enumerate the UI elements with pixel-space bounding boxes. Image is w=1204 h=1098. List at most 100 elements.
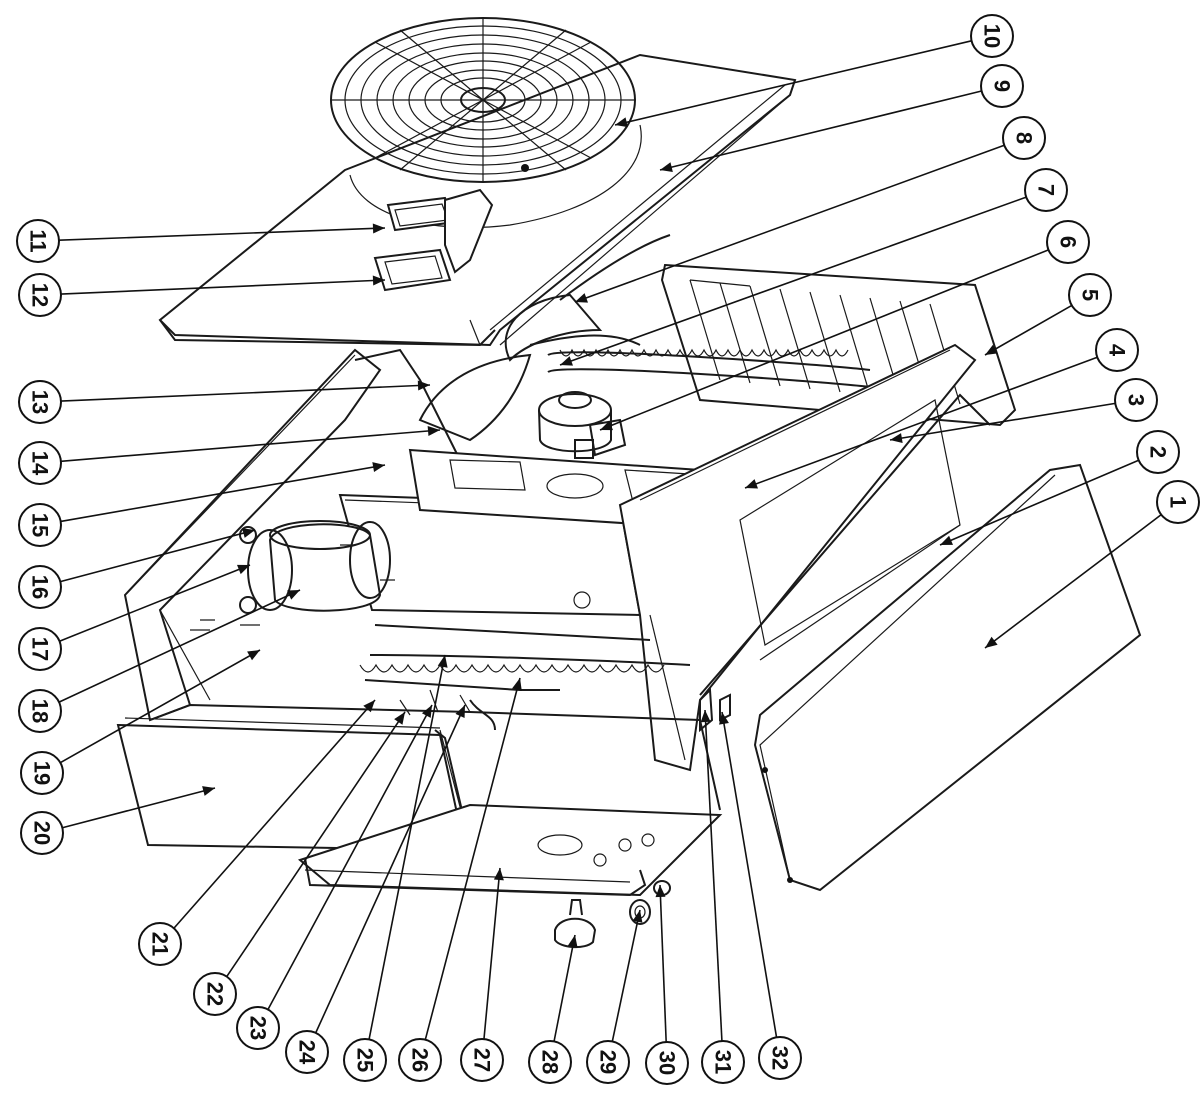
arrow-head-26 <box>512 678 522 691</box>
callout-circle-29 <box>586 1040 630 1084</box>
callout-number-19: 19 <box>30 761 55 785</box>
compressor <box>190 520 395 631</box>
callout-number-10: 10 <box>980 24 1005 48</box>
callout-27: 27 <box>460 1038 504 1082</box>
fan-grill <box>330 17 636 183</box>
callout-circle-31 <box>701 1040 745 1084</box>
leader-line-21 <box>173 699 376 929</box>
callout-circle-18 <box>18 689 62 733</box>
callout-number-26: 26 <box>408 1048 433 1072</box>
callout-circle-23 <box>236 1006 280 1050</box>
arrow-head-6 <box>600 420 613 431</box>
leader-line-15 <box>60 464 386 523</box>
controller-box <box>373 188 494 292</box>
arrow-head-2 <box>940 535 953 545</box>
callout-circle-30 <box>645 1041 689 1085</box>
callout-number-3: 3 <box>1124 394 1149 406</box>
leader-line-19 <box>59 649 261 764</box>
callout-23: 23 <box>236 1006 280 1050</box>
leader-line-22 <box>226 711 406 978</box>
callout-18: 18 <box>18 689 62 733</box>
leader-line-5 <box>984 304 1073 356</box>
leader-line-6 <box>599 249 1049 431</box>
arrow-head-16 <box>242 528 255 538</box>
arrow-head-31 <box>700 710 711 723</box>
callout-number-24: 24 <box>295 1040 320 1065</box>
arrow-head-9 <box>660 162 673 172</box>
leader-line-13 <box>60 384 431 402</box>
arrow-head-30 <box>655 885 666 898</box>
callout-circle-19 <box>20 751 64 795</box>
callout-circle-10 <box>970 14 1014 58</box>
callout-30: 30 <box>645 1041 689 1085</box>
arrow-head-13 <box>417 380 430 391</box>
arrow-head-24 <box>455 705 465 718</box>
leader-line-26 <box>424 677 521 1040</box>
callout-circle-12 <box>18 273 62 317</box>
callout-circle-21 <box>138 922 182 966</box>
leader-line-18 <box>58 589 301 703</box>
callout-number-4: 4 <box>1105 344 1130 357</box>
arrow-head-28 <box>567 935 578 948</box>
callout-circle-28 <box>528 1040 572 1084</box>
arrow-head-29 <box>632 910 643 923</box>
leader-line-28 <box>553 934 576 1042</box>
callout-circle-27 <box>460 1038 504 1082</box>
leader-line-30 <box>659 884 667 1043</box>
callout-circle-9 <box>980 64 1024 108</box>
callout-number-6: 6 <box>1056 236 1081 248</box>
callout-number-23: 23 <box>246 1016 271 1040</box>
arrow-head-5 <box>985 344 998 355</box>
leader-line-32 <box>721 711 778 1038</box>
leader-line-27 <box>483 867 501 1040</box>
callout-number-27: 27 <box>470 1048 495 1072</box>
callout-17: 17 <box>18 627 62 671</box>
leader-line-8 <box>574 144 1005 303</box>
callout-number-14: 14 <box>28 451 53 476</box>
leader-line-23 <box>267 704 433 1010</box>
callout-20: 20 <box>20 811 64 855</box>
leader-line-31 <box>704 709 723 1042</box>
callout-circle-5 <box>1068 273 1112 317</box>
leader-line-11 <box>58 227 386 242</box>
leader-line-24 <box>314 704 466 1034</box>
callout-number-1: 1 <box>1166 496 1191 508</box>
callout-number-20: 20 <box>30 821 55 845</box>
leader-line-14 <box>60 429 441 463</box>
arrow-head-14 <box>427 426 440 436</box>
callout-circle-6 <box>1046 220 1090 264</box>
callout-29: 29 <box>586 1040 630 1084</box>
arrow-head-15 <box>372 462 385 472</box>
callout-26: 26 <box>398 1038 442 1082</box>
condenser-coil <box>359 624 691 731</box>
callout-25: 25 <box>343 1038 387 1082</box>
callout-16: 16 <box>18 565 62 609</box>
callout-21: 21 <box>138 922 182 966</box>
callout-circle-8 <box>1002 116 1046 160</box>
callout-15: 15 <box>18 503 62 547</box>
callout-circle-26 <box>398 1038 442 1082</box>
chassis <box>123 343 991 811</box>
leader-line-9 <box>659 90 982 171</box>
callout-circle-20 <box>20 811 64 855</box>
callout-22: 22 <box>193 972 237 1016</box>
small-parts <box>554 880 671 948</box>
evaporator <box>547 263 1017 427</box>
leader-line-2 <box>939 459 1139 546</box>
arrow-head-25 <box>437 655 448 668</box>
arrow-head-17 <box>237 564 250 575</box>
arrow-head-12 <box>372 275 385 286</box>
callout-circle-24 <box>285 1030 329 1074</box>
callout-number-13: 13 <box>28 390 53 414</box>
callout-number-2: 2 <box>1146 446 1171 458</box>
callout-circle-2 <box>1136 430 1180 474</box>
callout-circle-14 <box>18 441 62 485</box>
callout-number-28: 28 <box>538 1050 563 1074</box>
callout-number-8: 8 <box>1012 132 1037 144</box>
leader-line-17 <box>59 564 251 642</box>
callout-28: 28 <box>528 1040 572 1084</box>
arrow-head-10 <box>615 117 628 128</box>
callout-6: 6 <box>1046 220 1090 264</box>
callout-number-16: 16 <box>28 575 53 599</box>
